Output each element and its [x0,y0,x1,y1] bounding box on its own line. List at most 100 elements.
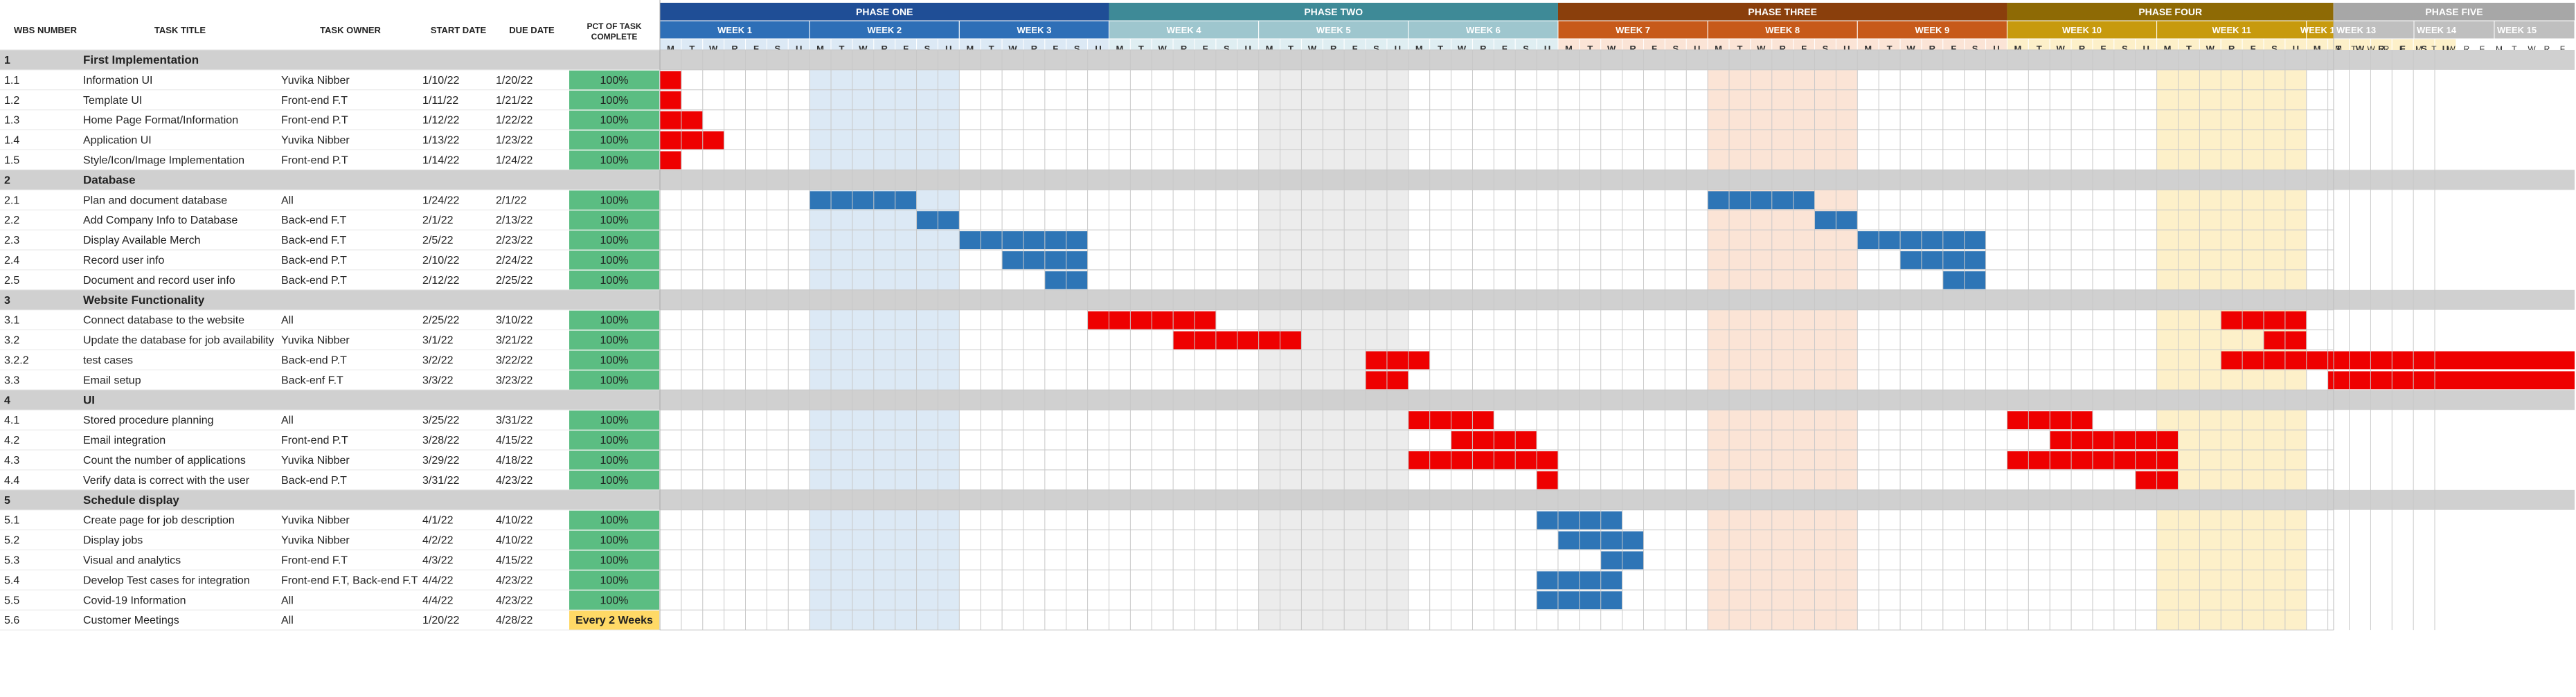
day-letter: T [989,44,994,54]
section-number: 1 [4,55,10,66]
phase-label-1: PHASE ONE [856,6,913,17]
task-wbs: 4.3 [4,455,19,467]
task-wbs: 2.3 [4,235,19,246]
day-letter: S [2421,44,2427,54]
pct-complete: 100% [600,355,629,367]
day-letter: U [2442,44,2449,54]
task-due-date: 3/21/22 [496,335,533,347]
day-letter: R [1629,44,1636,54]
pct-cell [569,310,659,330]
task-owner: Back-end P.T [281,355,347,367]
pct-complete: 100% [600,374,629,386]
day-letter: T [1138,44,1144,54]
day-letter: R [1330,44,1337,54]
day-letter-compact: F [2480,44,2485,54]
day-letter: U [1843,44,1850,54]
week-label-14: WEEK 14 [2417,25,2457,35]
pct-complete: 100% [600,535,629,547]
phase-header-5 [2334,3,2575,21]
task-due-date: 4/28/22 [496,615,533,626]
pct-complete: 100% [600,95,629,107]
task-owner: Front-end F.T [281,555,348,567]
task-wbs: 3.1 [4,315,19,327]
pct-cell [569,70,659,90]
day-letter: U [1544,44,1550,54]
day-letter: R [1031,44,1038,54]
day-letter: T [2037,44,2042,54]
pct-cell [569,370,659,390]
day-letter: T [689,44,695,54]
day-letter: T [1737,44,1742,54]
day-letter-compact: T [2431,44,2437,54]
day-letter: M [2014,44,2021,54]
task-owner: Back-end P.T [281,475,347,487]
day-letter: M [1266,44,1273,54]
task-due-date: 1/21/22 [496,95,533,107]
task-owner: Front-end P.T [281,155,348,167]
gantt-bar [810,191,917,210]
day-letter: R [1181,44,1188,54]
task-owner: All [281,615,294,626]
task-wbs: 5.1 [4,515,19,527]
day-letter: M [966,44,974,54]
day-letter: T [2186,44,2192,54]
task-due-date: 4/10/22 [496,515,533,527]
pct-cell [569,270,659,290]
task-title: Display jobs [83,535,143,547]
task-owner: Yuvika Nibber [281,515,350,527]
day-letter: M [1565,44,1573,54]
task-owner: Front-end P.T [281,435,348,446]
day-letter-compact: F [2560,44,2565,54]
section-name: UI [83,393,95,406]
task-start-date: 3/29/22 [422,455,459,467]
task-due-date: 1/24/22 [496,155,533,167]
week-label-1: WEEK 1 [717,25,752,35]
task-owner: Yuvika Nibber [281,455,350,467]
day-letter: S [1074,44,1080,54]
pct-cell [569,451,659,470]
section-row-1 [0,50,2575,70]
section-name: Website Functionality [83,293,205,307]
task-due-date: 3/23/22 [496,374,533,386]
gantt-bar [2221,351,2575,370]
task-title: Verify data is correct with the user [83,475,250,487]
day-letter: F [2400,44,2406,54]
day-letter: F [903,44,909,54]
week-header-15 [2494,20,2575,39]
pct-cell [569,130,659,150]
task-title: Style/Icon/Image Implementation [83,155,244,167]
task-owner: Front-end F.T [281,95,348,107]
task-title: test cases [83,355,133,367]
pct-complete: 100% [600,595,629,606]
task-start-date: 1/12/22 [422,115,459,127]
task-due-date: 4/18/22 [496,455,533,467]
week-header-9 [1857,20,2007,39]
task-owner: Back-enf F.T [281,374,343,386]
task-owner: Front-end F.T, Back-end F.T [281,574,418,586]
phase-label-3: PHASE THREE [1748,6,1817,17]
day-letter: R [1929,44,1936,54]
week-label-3: WEEK 3 [1017,25,1051,35]
task-owner: Front-end P.T [281,115,348,127]
task-title: Count the number of applications [83,455,246,467]
week-shade-2 [810,50,960,631]
section-row-5 [0,489,2575,510]
week-label-13: WEEK 13 [2336,25,2376,35]
pct-cell [569,350,659,370]
day-letter-compact: R [2464,44,2470,54]
col-header-wbs: WBS NUMBER [14,25,78,35]
week-shade-8 [1708,50,1858,631]
day-letter: T [1438,44,1443,54]
pct-cell [569,210,659,230]
pct-cell [569,570,659,590]
task-start-date: 3/25/22 [422,415,459,426]
section-row-4 [0,390,2575,410]
task-title: Email setup [83,374,141,386]
week-header-11 [2156,20,2307,39]
task-due-date: 2/24/22 [496,255,533,266]
task-title: Stored procedure planning [83,415,214,426]
day-letter: U [796,44,802,54]
day-letter: R [1480,44,1487,54]
task-owner: All [281,595,294,606]
task-wbs: 5.2 [4,535,19,547]
